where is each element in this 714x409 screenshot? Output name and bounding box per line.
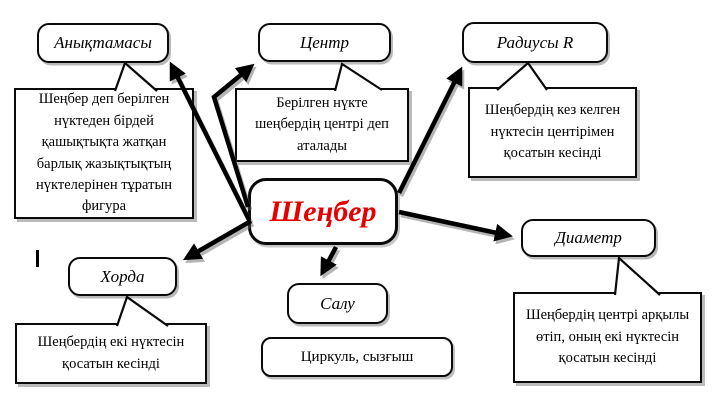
tail-chord xyxy=(115,295,169,327)
callout-construction-text: Циркуль, сызғыш xyxy=(300,348,414,365)
node-construction: Салу xyxy=(287,283,388,324)
callout-definition: Шеңбер деп берілген нүктеден бірдей қашы… xyxy=(14,88,194,219)
callout-radius: Шеңбердің кез келген нүктесін центірімен… xyxy=(468,87,637,178)
node-definition: Анықтамасы xyxy=(37,23,169,63)
callout-construction-tools: Циркуль, сызғыш xyxy=(261,337,453,377)
node-radius: Радиусы R xyxy=(462,22,608,63)
node-diameter: Диаметр xyxy=(521,219,656,257)
callout-chord: Шеңбердің екі нүктесін қосатын кесінді xyxy=(15,323,207,384)
node-main-title: Шеңбер xyxy=(248,178,398,245)
node-chord-label: Хорда xyxy=(100,266,145,286)
node-diameter-label: Диаметр xyxy=(555,228,622,247)
arrow-to-diameter xyxy=(398,209,513,242)
tail-definition xyxy=(113,61,158,92)
node-definition-label: Анықтамасы xyxy=(54,33,152,52)
tail-diameter xyxy=(613,255,661,296)
node-construction-label: Салу xyxy=(320,293,355,313)
callout-definition-text: Шеңбер деп берілген нүктеден бірдей қашы… xyxy=(36,91,172,215)
arrow-to-construction xyxy=(320,245,338,277)
node-chord: Хорда xyxy=(68,257,177,296)
tail-center xyxy=(333,62,383,92)
callout-center-text: Берілген нүкте шеңбердің центрі деп атал… xyxy=(255,94,389,154)
main-title-text: Шеңбер xyxy=(269,194,377,228)
node-center: Центр xyxy=(258,23,391,62)
callout-radius-text: Шеңбердің кез келген нүктесін центірімен… xyxy=(484,102,621,162)
text-cursor-mark xyxy=(36,250,39,267)
node-radius-label: Радиусы R xyxy=(496,32,574,52)
node-center-label: Центр xyxy=(299,32,350,52)
callout-diameter: Шеңбердің центрі арқылы өтіп, оның екі н… xyxy=(513,292,702,383)
callout-chord-text: Шеңбердің екі нүктесін қосатын кесінді xyxy=(37,334,185,372)
callout-diameter-text: Шеңбердің центрі арқылы өтіп, оның екі н… xyxy=(525,307,690,367)
callout-center: Берілген нүкте шеңбердің центрі деп атал… xyxy=(235,88,409,162)
arrow-to-chord xyxy=(182,219,253,261)
tail-radius xyxy=(496,61,548,91)
